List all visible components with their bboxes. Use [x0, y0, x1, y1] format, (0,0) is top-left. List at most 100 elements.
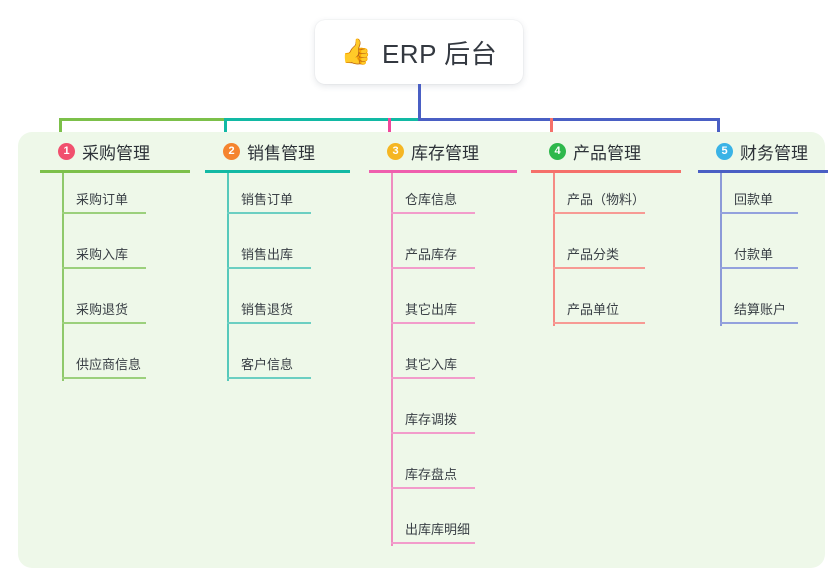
- column-badge-2: 2: [223, 142, 240, 160]
- column-销售管理: 2 销售管理销售订单销售出库销售退货客户信息: [201, 132, 350, 393]
- column-title: 库存管理: [411, 143, 479, 163]
- leaf-label: 客户信息: [241, 357, 294, 372]
- leaf-label: 付款单: [734, 247, 774, 262]
- leaf-underline: [720, 322, 798, 324]
- leaf-item[interactable]: 产品（物料）: [527, 173, 681, 228]
- leaf-label: 供应商信息: [76, 357, 142, 372]
- leaf-underline: [391, 487, 475, 489]
- diagram-panel: [18, 132, 825, 568]
- leaf-label: 采购订单: [76, 192, 129, 207]
- root-title: ERP 后台: [381, 38, 498, 69]
- leaf-item[interactable]: 其它出库: [365, 283, 517, 338]
- leaf-underline: [391, 432, 475, 434]
- leaf-underline: [227, 377, 311, 379]
- leaf-underline: [391, 377, 475, 379]
- leaf-label: 库存调拨: [405, 412, 458, 427]
- leaf-item[interactable]: 回款单: [694, 173, 828, 228]
- column-underline: [698, 170, 828, 173]
- leaf-underline: [62, 322, 146, 324]
- column-title: 产品管理: [573, 143, 641, 163]
- column-库存管理: 3 库存管理仓库信息产品库存其它出库其它入库库存调拨库存盘点出库库明细: [365, 132, 517, 558]
- leaf-item[interactable]: 库存调拨: [365, 393, 517, 448]
- column-badge-1: 1: [58, 142, 75, 160]
- leaf-underline: [391, 267, 475, 269]
- leaf-item[interactable]: 产品分类: [527, 228, 681, 283]
- leaf-underline: [553, 322, 645, 324]
- column-header-1[interactable]: 1 采购管理: [36, 132, 190, 170]
- leaf-underline: [62, 267, 146, 269]
- leaf-underline: [62, 377, 146, 379]
- leaf-label: 产品库存: [405, 247, 458, 262]
- column-header-5[interactable]: 5 财务管理: [694, 132, 828, 170]
- column-badge-5: 5: [716, 142, 733, 160]
- root-node[interactable]: 👍 ERP 后台: [315, 20, 523, 84]
- leaf-label: 结算账户: [734, 302, 787, 317]
- bus-segment-3: [418, 118, 719, 121]
- leaf-underline: [553, 212, 645, 214]
- leaf-item[interactable]: 销售出库: [201, 228, 350, 283]
- leaf-underline: [720, 212, 798, 214]
- leaf-underline: [720, 267, 798, 269]
- leaf-underline: [391, 322, 475, 324]
- leaf-label: 销售订单: [241, 192, 294, 207]
- leaf-item[interactable]: 销售退货: [201, 283, 350, 338]
- leaf-item[interactable]: 采购退货: [36, 283, 190, 338]
- leaf-item[interactable]: 出库库明细: [365, 503, 517, 558]
- leaf-item[interactable]: 供应商信息: [36, 338, 190, 393]
- leaf-underline: [227, 322, 311, 324]
- leaf-label: 库存盘点: [405, 467, 458, 482]
- leaf-label: 销售出库: [241, 247, 294, 262]
- leaf-underline: [62, 212, 146, 214]
- leaf-item[interactable]: 其它入库: [365, 338, 517, 393]
- leaf-underline: [553, 267, 645, 269]
- column-spine: [720, 173, 722, 326]
- trunk-connector: [418, 84, 421, 121]
- leaf-label: 其它入库: [405, 357, 458, 372]
- leaf-label: 产品单位: [567, 302, 620, 317]
- column-badge-3: 3: [387, 142, 404, 160]
- leaf-item[interactable]: 产品库存: [365, 228, 517, 283]
- column-underline: [40, 170, 190, 173]
- column-spine: [391, 173, 393, 546]
- leaf-underline: [391, 542, 475, 544]
- column-header-3[interactable]: 3 库存管理: [365, 132, 517, 170]
- leaf-item[interactable]: 采购入库: [36, 228, 190, 283]
- column-underline: [369, 170, 517, 173]
- leaf-label: 采购入库: [76, 247, 129, 262]
- leaf-label: 销售退货: [241, 302, 294, 317]
- leaf-item[interactable]: 客户信息: [201, 338, 350, 393]
- column-spine: [62, 173, 64, 381]
- leaf-item[interactable]: 采购订单: [36, 173, 190, 228]
- column-spine: [553, 173, 555, 326]
- column-采购管理: 1 采购管理采购订单采购入库采购退货供应商信息: [36, 132, 190, 393]
- column-title: 采购管理: [82, 143, 150, 163]
- leaf-label: 回款单: [734, 192, 774, 207]
- leaf-label: 采购退货: [76, 302, 129, 317]
- column-title: 销售管理: [247, 143, 315, 163]
- leaf-item[interactable]: 仓库信息: [365, 173, 517, 228]
- leaf-label: 仓库信息: [405, 192, 458, 207]
- leaf-underline: [227, 267, 311, 269]
- leaf-item[interactable]: 产品单位: [527, 283, 681, 338]
- column-underline: [205, 170, 350, 173]
- column-underline: [531, 170, 681, 173]
- leaf-underline: [227, 212, 311, 214]
- column-spine: [227, 173, 229, 381]
- leaf-label: 其它出库: [405, 302, 458, 317]
- leaf-label: 出库库明细: [405, 522, 471, 537]
- bus-segment-2: [224, 118, 420, 121]
- leaf-item[interactable]: 结算账户: [694, 283, 828, 338]
- leaf-item[interactable]: 库存盘点: [365, 448, 517, 503]
- column-header-2[interactable]: 2 销售管理: [201, 132, 350, 170]
- column-title: 财务管理: [740, 143, 808, 163]
- thumbs-up-icon: 👍: [340, 37, 372, 66]
- column-财务管理: 5 财务管理回款单付款单结算账户: [694, 132, 828, 338]
- leaf-label: 产品分类: [567, 247, 620, 262]
- leaf-label: 产品（物料）: [567, 192, 646, 207]
- leaf-item[interactable]: 付款单: [694, 228, 828, 283]
- leaf-item[interactable]: 销售订单: [201, 173, 350, 228]
- bus-segment-1: [59, 118, 226, 121]
- leaf-underline: [391, 212, 475, 214]
